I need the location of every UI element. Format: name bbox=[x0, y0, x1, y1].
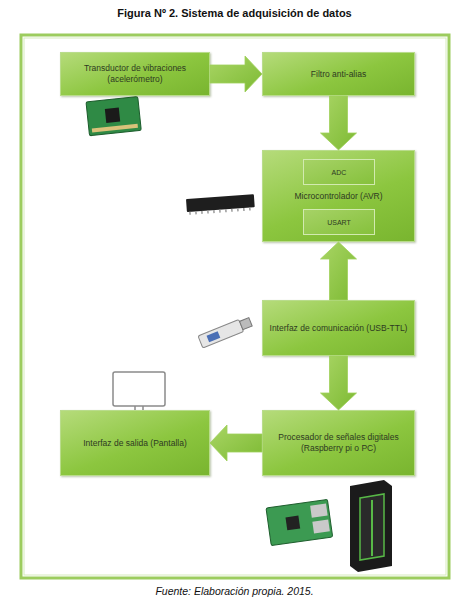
process-box: Filtro anti-alias bbox=[262, 52, 415, 96]
pcb-board bbox=[86, 97, 141, 136]
figure-title: Figura Nº 2. Sistema de adquisición de d… bbox=[0, 7, 469, 19]
tower-stripe bbox=[371, 500, 373, 556]
sub-block: ADC bbox=[303, 159, 375, 185]
box-label: Microcontrolador (AVR) bbox=[288, 191, 388, 202]
ethernet-port bbox=[312, 519, 330, 533]
process-box: Interfaz de salida (Pantalla) bbox=[60, 410, 210, 476]
pin-header bbox=[92, 124, 138, 133]
pc-tower bbox=[350, 480, 392, 572]
pi-board bbox=[266, 499, 333, 545]
box-label: Interfaz de comunicación (USB-TTL) bbox=[264, 323, 414, 334]
usb-dongle bbox=[198, 316, 253, 348]
soc-chip bbox=[285, 516, 300, 531]
process-box: Procesador de señales digitales (Raspber… bbox=[262, 410, 415, 476]
chip-pins bbox=[190, 208, 250, 215]
figure-caption: Fuente: Elaboración propia. 2015. bbox=[0, 585, 469, 597]
dongle-body bbox=[198, 320, 244, 349]
outer-frame bbox=[21, 35, 449, 578]
sub-block: USART bbox=[303, 209, 375, 235]
box-label: Interfaz de salida (Pantalla) bbox=[77, 438, 192, 449]
process-box: Transductor de vibraciones (acelerómetro… bbox=[60, 52, 210, 96]
usb-port bbox=[310, 504, 328, 518]
sensor-chip bbox=[105, 108, 120, 123]
accelerometer-board bbox=[86, 97, 141, 136]
usb-plug bbox=[240, 318, 253, 330]
box-label: Filtro anti-alias bbox=[305, 69, 372, 80]
tower-front bbox=[360, 494, 384, 560]
box-label: Transductor de vibraciones (acelerómetro… bbox=[61, 63, 209, 85]
monitor-screen bbox=[113, 372, 165, 406]
tower-case bbox=[350, 480, 392, 572]
raspberry-pi bbox=[266, 499, 333, 545]
block-arrow bbox=[321, 242, 357, 300]
process-box: Microcontrolador (AVR) ADC USART bbox=[262, 150, 415, 242]
block-arrow bbox=[210, 425, 262, 461]
box-label: Procesador de señales digitales (Raspber… bbox=[263, 432, 414, 454]
block-arrow bbox=[210, 56, 262, 92]
block-arrow bbox=[321, 96, 357, 150]
box-label: USART bbox=[321, 218, 357, 227]
process-box: Interfaz de comunicación (USB-TTL) bbox=[262, 300, 415, 356]
box-label: ADC bbox=[326, 168, 353, 177]
block-arrow bbox=[321, 356, 357, 410]
monitor-icon bbox=[113, 372, 165, 412]
dongle-chip bbox=[207, 331, 221, 342]
dip-chip bbox=[186, 194, 255, 215]
inner-frame-line bbox=[24, 38, 446, 575]
